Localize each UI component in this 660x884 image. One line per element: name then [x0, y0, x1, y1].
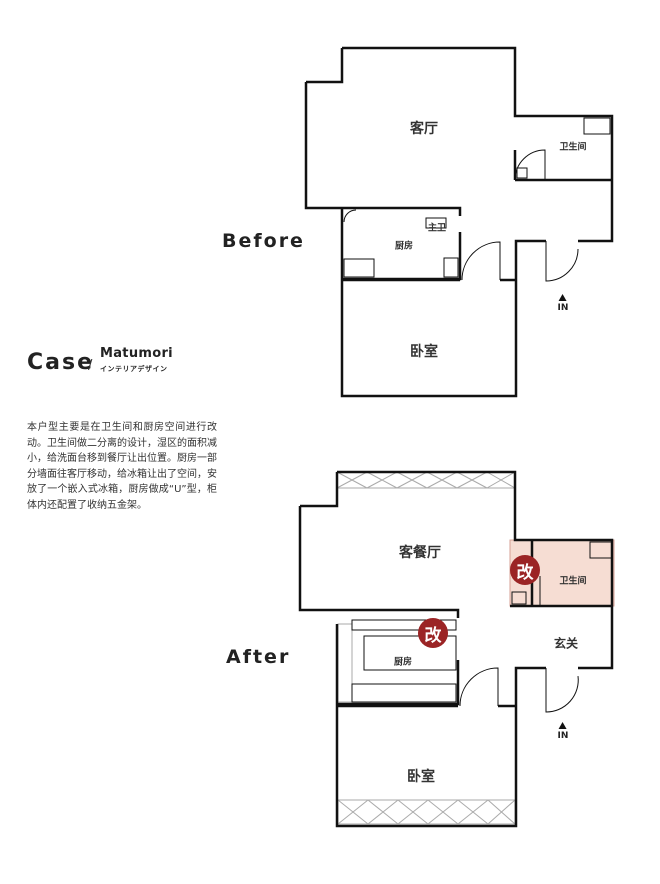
before-room-master-bath: 主卫 [427, 223, 447, 234]
before-kitchen-counter [343, 258, 375, 278]
entry-arrow-icon [558, 294, 567, 301]
after-entry-label: IN [557, 731, 569, 741]
before-room-living: 客厅 [410, 121, 438, 137]
after-kitchen-island [363, 635, 457, 671]
before-plan [304, 46, 614, 398]
before-bedroom-door-arc [461, 241, 501, 281]
before-entry-door-arc [545, 241, 579, 282]
after-room-foyer: 玄关 [553, 636, 579, 651]
after-room-bedroom: 卧室 [407, 769, 435, 785]
before-bath-fixture [583, 117, 611, 135]
brand-subtitle: インテリアデザイン [100, 365, 168, 373]
bath-change-badge: 改 [510, 555, 540, 585]
after-bedroom-door-arc [459, 667, 499, 707]
after-kitchen-counter-bottom [351, 683, 457, 703]
after-top-wardrobe-x [336, 471, 516, 489]
before-room-kitchen: 厨房 [394, 241, 414, 252]
brand-logo: Matumori [100, 346, 173, 361]
before-outer-wall [304, 46, 614, 398]
after-room-living-dining: 客餐厅 [399, 545, 441, 561]
after-kitchen-counter-top [351, 619, 457, 631]
after-outer-wall [298, 470, 614, 828]
before-bath-door-arc [514, 149, 546, 181]
after-sink [511, 591, 527, 605]
before-master-bath-fixture [425, 217, 447, 229]
before-label: Before [222, 230, 305, 252]
before-room-bedroom: 卧室 [410, 344, 438, 360]
after-top-wardrobe [336, 471, 516, 489]
after-bath-fixture [589, 541, 613, 559]
after-plan [298, 470, 614, 828]
after-entry-door-arc [545, 668, 579, 713]
before-entry-marker: IN [557, 294, 569, 313]
before-entry-label: IN [557, 303, 569, 313]
after-entry-marker: IN [557, 722, 569, 741]
entry-arrow-icon [558, 722, 567, 729]
before-kitchen-door [343, 209, 357, 223]
before-room-bath: 卫生间 [559, 142, 587, 153]
case-label: Case [27, 350, 95, 375]
case-description: 本户型主要是在卫生间和厨房空间进行改动。卫生间做二分离的设计，湿区的面积减小，给… [27, 422, 217, 511]
kitchen-change-badge: 改 [418, 618, 448, 648]
after-bottom-wardrobe [337, 799, 516, 825]
before-kitchen-fixture [443, 257, 459, 278]
before-bath-fixture-2 [516, 167, 528, 179]
after-bottom-wardrobe-x [337, 799, 516, 825]
after-room-kitchen: 厨房 [393, 657, 413, 668]
after-kitchen-fridge [337, 623, 353, 703]
case-slash: / [88, 358, 93, 373]
after-kitchen-wall [337, 608, 460, 706]
after-label: After [226, 646, 291, 668]
after-room-bath: 卫生间 [559, 576, 587, 587]
